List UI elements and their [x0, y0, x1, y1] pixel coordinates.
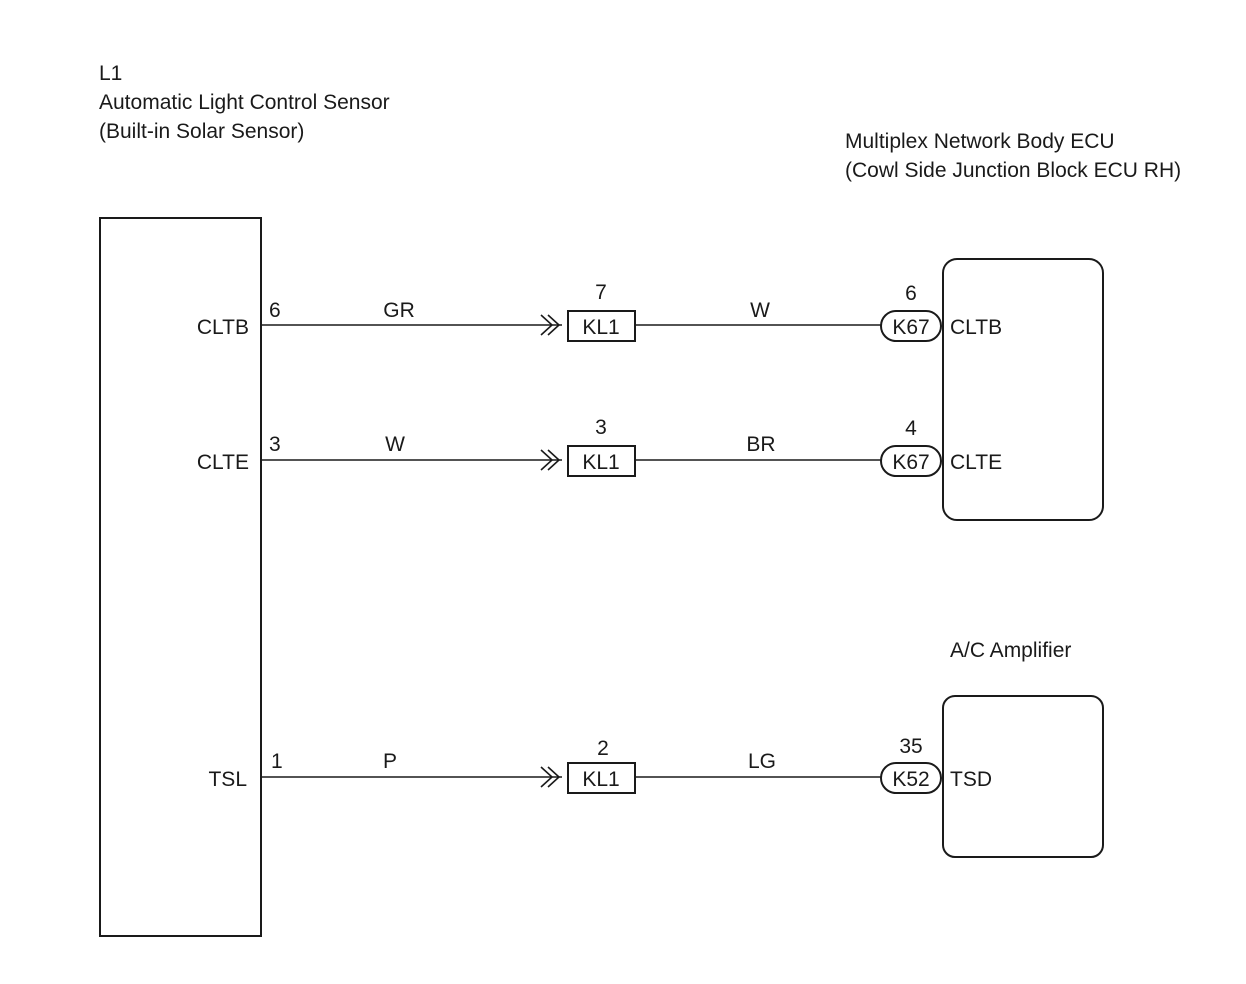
- wire-color-in: GR: [383, 299, 415, 322]
- ecu-subtitle: (Cowl Side Junction Block ECU RH): [845, 159, 1182, 182]
- connector-label: K67: [892, 451, 929, 474]
- amp-name: A/C Amplifier: [950, 639, 1072, 662]
- wire-color-in: W: [385, 433, 405, 456]
- connector-chevron-outer: [540, 314, 554, 336]
- dest-terminal-label: TSD: [950, 768, 992, 791]
- junction-pin-label: 3: [595, 416, 607, 439]
- sensor-name: Automatic Light Control Sensor: [99, 91, 390, 114]
- circuit-cltb: [261, 310, 942, 342]
- ecu-box: [942, 258, 1104, 521]
- connector-pin-label: 4: [905, 417, 917, 440]
- junction-label: KL1: [582, 316, 619, 339]
- junction-pin-label: 7: [595, 281, 607, 304]
- connector-pill: [880, 310, 942, 342]
- circuit-tsl: [261, 762, 942, 794]
- junction-box: [567, 310, 636, 342]
- sensor-pin-label: 1: [271, 750, 283, 773]
- sensor-subtitle: (Built-in Solar Sensor): [99, 120, 305, 143]
- wire-color-out: BR: [746, 433, 775, 456]
- connector-pin-label: 6: [905, 282, 917, 305]
- sensor-terminal-label: TSL: [208, 768, 247, 791]
- junction-box: [567, 762, 636, 794]
- junction-box: [567, 445, 636, 477]
- connector-label: K67: [892, 316, 929, 339]
- sensor-pin-label: 6: [269, 299, 281, 322]
- sensor-code: L1: [99, 62, 123, 85]
- dest-terminal-label: CLTB: [950, 316, 1002, 339]
- sensor-terminal-label: CLTE: [197, 451, 249, 474]
- connector-chevron-outer: [540, 449, 554, 471]
- ecu-name: Multiplex Network Body ECU: [845, 130, 1115, 153]
- junction-pin-label: 2: [597, 737, 609, 760]
- wire-color-out: LG: [748, 750, 776, 773]
- connector-chevron-inner: [547, 766, 561, 788]
- connector-chevron-inner: [547, 449, 561, 471]
- dest-terminal-label: CLTE: [950, 451, 1002, 474]
- wire-color-out: W: [750, 299, 770, 322]
- connector-chevron-inner: [547, 314, 561, 336]
- sensor-pin-label: 3: [269, 433, 281, 456]
- connector-chevron-outer: [540, 766, 554, 788]
- sensor-terminal-label: CLTB: [197, 316, 249, 339]
- connector-pin-label: 35: [899, 735, 922, 758]
- wire-color-in: P: [383, 750, 397, 773]
- circuit-clte: [261, 445, 942, 477]
- junction-label: KL1: [582, 451, 619, 474]
- sensor-box: [99, 217, 262, 937]
- amp-box: [942, 695, 1104, 858]
- connector-pill: [880, 445, 942, 477]
- connector-label: K52: [892, 768, 929, 791]
- connector-pill: [880, 762, 942, 794]
- junction-label: KL1: [582, 768, 619, 791]
